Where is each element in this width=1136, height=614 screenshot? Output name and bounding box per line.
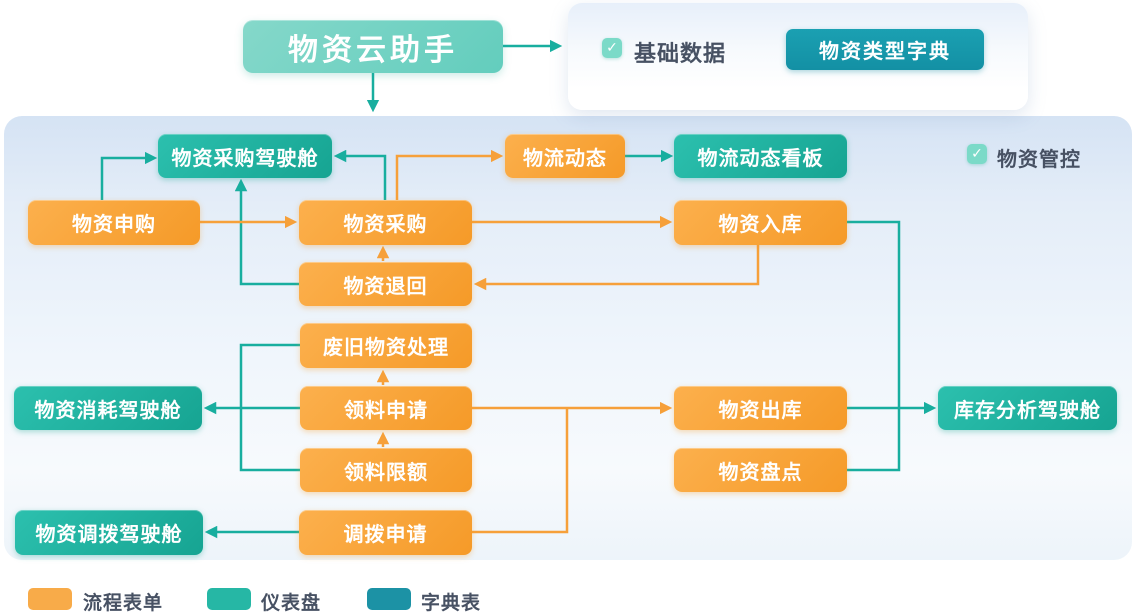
node-logistics-board: 物流动态看板 (674, 134, 847, 178)
node-material-return: 物资退回 (299, 262, 472, 306)
node-material-inbound: 物资入库 (674, 200, 847, 245)
node-inventory-analysis-dashboard: 库存分析驾驶舱 (938, 386, 1117, 430)
material-control-label: 物资管控 (997, 147, 1081, 171)
node-material-stocktaking: 物资盘点 (674, 448, 847, 492)
node-material-purchase-request: 物资申购 (28, 200, 200, 245)
check-icon: ✓ (606, 40, 618, 56)
node-requisition-quota: 领料限额 (300, 448, 472, 492)
node-transfer-request: 调拨申请 (299, 510, 472, 555)
node-material-requisition: 领料申请 (300, 386, 472, 430)
material-control-panel (4, 116, 1132, 560)
node-transfer-dashboard: 物资调拨驾驶舱 (15, 510, 203, 555)
legend-label-dashboard: 仪表盘 (261, 592, 322, 614)
legend-swatch-dashboard (207, 588, 251, 610)
node-procurement-dashboard: 物资采购驾驶舱 (158, 134, 332, 178)
legend-swatch-dictionary-table (367, 588, 411, 610)
node-material-outbound: 物资出库 (674, 386, 847, 430)
node-consumption-dashboard: 物资消耗驾驶舱 (14, 386, 202, 430)
check-icon: ✓ (971, 146, 983, 162)
legend-swatch-process-form (28, 588, 72, 610)
material-control-checkbox[interactable]: ✓ (967, 144, 987, 164)
legend-label-dictionary-table: 字典表 (421, 592, 482, 614)
basic-data-label: 基础数据 (634, 42, 727, 67)
node-material-procurement: 物资采购 (299, 200, 472, 245)
material-type-dictionary-button[interactable]: 物资类型字典 (786, 29, 984, 70)
node-scrap-material-disposal: 废旧物资处理 (300, 323, 472, 368)
app-title: 物资云助手 (243, 20, 503, 73)
basic-data-card: ✓ 基础数据 物资类型字典 (568, 3, 1028, 110)
basic-data-checkbox[interactable]: ✓ (602, 38, 622, 58)
node-logistics-status: 物流动态 (505, 134, 625, 178)
legend-label-process-form: 流程表单 (83, 592, 164, 614)
